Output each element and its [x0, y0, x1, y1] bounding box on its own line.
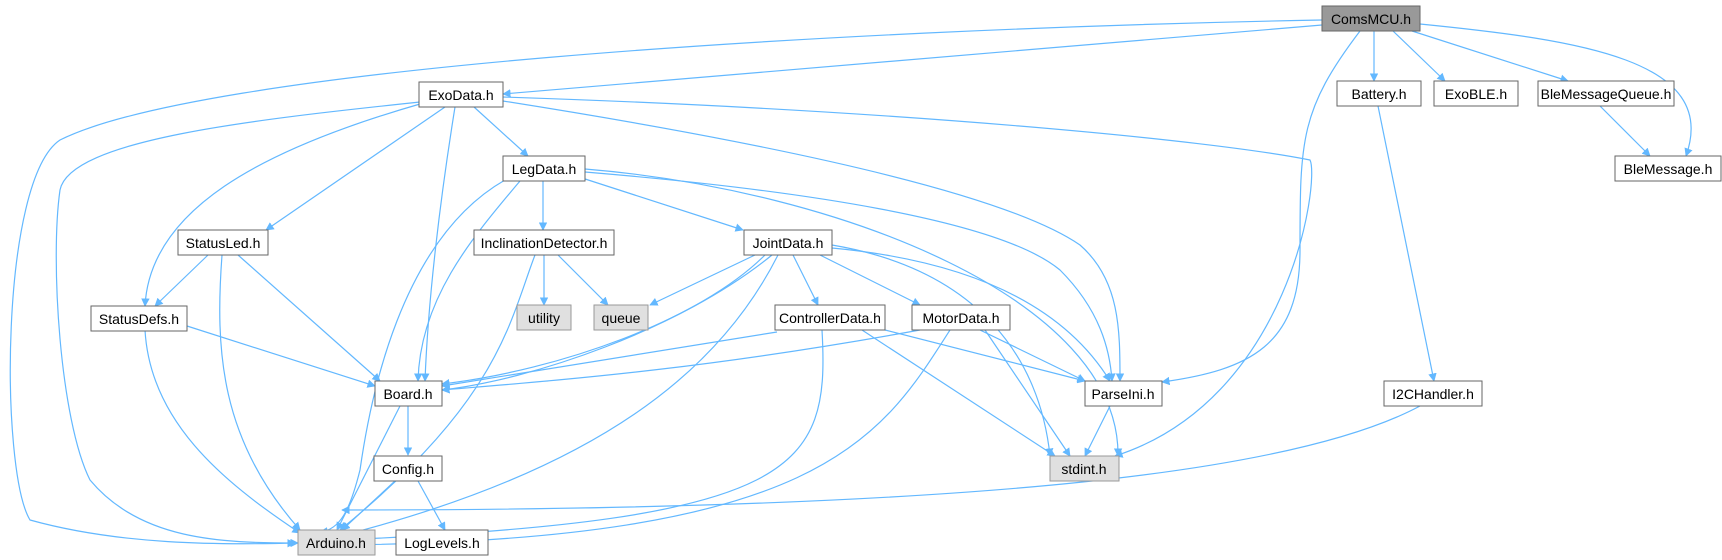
node-label: LegData.h	[512, 161, 577, 177]
edge-config-arduino	[341, 480, 396, 531]
node-statusdefs[interactable]: StatusDefs.h	[90, 305, 188, 332]
node-label: Battery.h	[1352, 86, 1407, 102]
edge-motordata-parseini	[979, 329, 1086, 382]
node-exodata[interactable]: ExoData.h	[418, 81, 504, 108]
edge-config-loglevels	[417, 480, 446, 531]
edge-controllerdata-board	[441, 331, 778, 389]
edge-parseini-stdint	[1084, 405, 1111, 457]
node-label: MotorData.h	[922, 310, 999, 326]
node-controllerdata[interactable]: ControllerData.h	[774, 304, 886, 331]
edge-legdata-board	[413, 180, 521, 382]
edge-statusdefs-board	[186, 325, 376, 388]
node-label: ComsMCU.h	[1331, 11, 1411, 27]
dependency-edges	[9, 19, 1693, 550]
node-label: BleMessage.h	[1624, 161, 1713, 177]
node-blemessagequeue[interactable]: BleMessageQueue.h	[1537, 80, 1675, 107]
node-queue[interactable]: queue	[593, 304, 649, 331]
edge-jointdata-motordata	[819, 254, 921, 306]
node-exoble[interactable]: ExoBLE.h	[1433, 80, 1519, 107]
edge-battery-i2chandler	[1377, 105, 1437, 382]
edge-statusled-board	[237, 254, 381, 382]
edge-jointdata-parseini	[831, 247, 1111, 382]
node-utility[interactable]: utility	[516, 304, 572, 331]
edge-exodata-statusled	[265, 106, 446, 231]
node-label: Board.h	[383, 386, 432, 402]
node-label: ExoBLE.h	[1445, 86, 1507, 102]
edge-comsmcu-parseini	[1161, 30, 1361, 386]
node-label: Arduino.h	[306, 535, 366, 551]
edge-legdata-arduino	[319, 179, 506, 536]
edge-motordata-board	[441, 329, 921, 394]
node-stdint[interactable]: stdint.h	[1049, 455, 1120, 482]
edge-exodata-stdint	[502, 96, 1313, 458]
node-label: ParseIni.h	[1091, 386, 1154, 402]
node-label: StatusDefs.h	[99, 311, 179, 327]
node-label: I2CHandler.h	[1392, 386, 1474, 402]
edge-comsmcu-arduino	[9, 19, 1323, 548]
edge-comsmcu-exoble	[1392, 30, 1446, 82]
node-loglevels[interactable]: LogLevels.h	[395, 529, 489, 556]
edge-comsmcu-blemessage	[1419, 23, 1693, 157]
edge-jointdata-stdint	[831, 244, 1054, 457]
node-label: BleMessageQueue.h	[1541, 86, 1672, 102]
edge-comsmcu-blemessagequeue	[1411, 30, 1569, 83]
node-label: queue	[602, 310, 641, 326]
node-statusled[interactable]: StatusLed.h	[177, 229, 269, 256]
edge-jointdata-controllerdata	[792, 254, 819, 306]
node-label: LogLevels.h	[404, 535, 480, 551]
edge-motordata-stdint	[984, 329, 1071, 457]
node-config[interactable]: Config.h	[373, 455, 443, 482]
node-blemessage[interactable]: BleMessage.h	[1614, 155, 1722, 182]
node-arduino[interactable]: Arduino.h	[297, 529, 376, 556]
node-inclination[interactable]: InclinationDetector.h	[473, 229, 615, 256]
node-label: ExoData.h	[428, 87, 493, 103]
node-motordata[interactable]: MotorData.h	[911, 304, 1011, 331]
node-comsmcu[interactable]: ComsMCU.h	[1321, 5, 1421, 32]
node-label: utility	[528, 310, 560, 326]
edge-statusled-statusdefs	[154, 254, 209, 307]
node-label: stdint.h	[1061, 461, 1106, 477]
graph-nodes: ComsMCU.h ExoData.h Battery.h ExoBLE.h B…	[90, 5, 1722, 556]
edge-statusdefs-arduino	[144, 329, 301, 534]
edge-jointdata-board-2	[441, 254, 773, 394]
edge-jointdata-arduino	[339, 254, 779, 539]
edge-comsmcu-exodata	[502, 24, 1323, 98]
edge-i2chandler-arduino	[341, 405, 1421, 515]
node-battery[interactable]: Battery.h	[1336, 80, 1422, 107]
edge-exodata-statusdefs	[141, 103, 421, 307]
edge-legdata-parseini	[584, 171, 1116, 382]
edge-exodata-parseini	[502, 100, 1125, 382]
edge-blemessagequeue-blemessage	[1599, 105, 1651, 157]
edge-motordata-arduino	[339, 329, 951, 550]
edge-exodata-legdata	[473, 106, 529, 157]
edge-controllerdata-parseini	[884, 329, 1086, 384]
edge-jointdata-board	[441, 254, 766, 388]
node-board[interactable]: Board.h	[374, 380, 443, 407]
edge-inclination-queue	[557, 254, 609, 306]
node-legdata[interactable]: LegData.h	[502, 155, 586, 182]
node-label: ControllerData.h	[779, 310, 881, 326]
edge-statusled-arduino	[219, 254, 301, 531]
node-label: Config.h	[382, 461, 434, 477]
node-i2chandler[interactable]: I2CHandler.h	[1383, 380, 1483, 407]
edge-jointdata-queue	[649, 254, 756, 306]
edge-legdata-jointdata	[581, 177, 744, 232]
edge-exodata-arduino	[55, 101, 421, 548]
node-label: InclinationDetector.h	[481, 235, 608, 251]
edge-exodata-board	[421, 106, 456, 382]
edge-controllerdata-stdint	[861, 329, 1056, 457]
node-parseini[interactable]: ParseIni.h	[1084, 380, 1163, 407]
node-label: StatusLed.h	[186, 235, 261, 251]
node-jointdata[interactable]: JointData.h	[743, 229, 833, 256]
edge-controllerdata-arduino	[339, 329, 824, 544]
node-label: JointData.h	[753, 235, 824, 251]
